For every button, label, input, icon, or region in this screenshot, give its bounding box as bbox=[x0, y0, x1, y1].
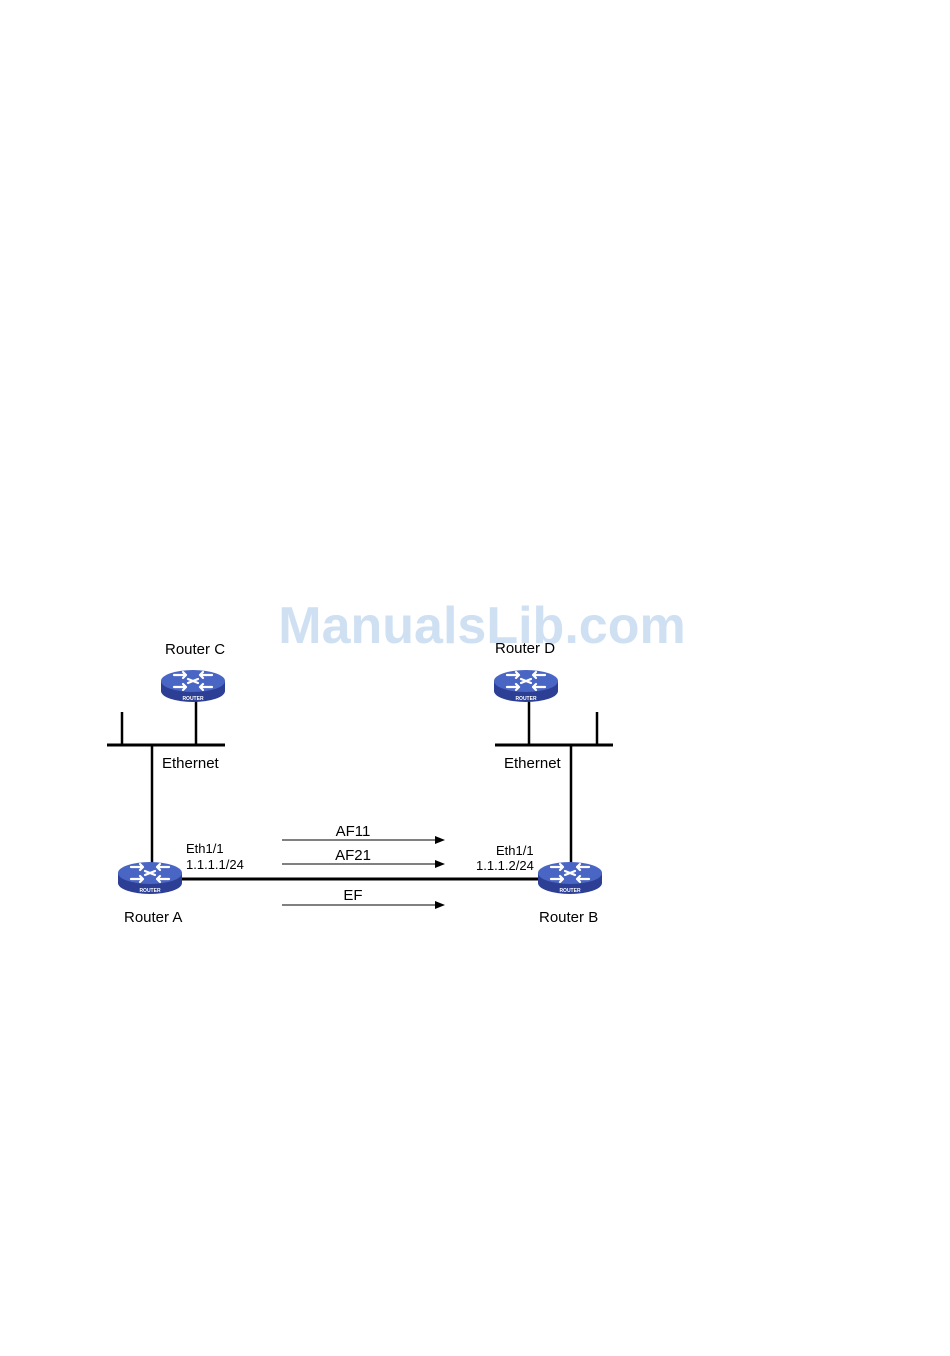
interface-ip-b: 1.1.1.2/24 bbox=[476, 858, 534, 873]
interface-ip-a: 1.1.1.1/24 bbox=[186, 857, 244, 872]
flow-label-af11: AF11 bbox=[336, 823, 371, 840]
interface-name-a: Eth1/1 bbox=[186, 841, 224, 856]
router-c: ROUTER Router C bbox=[161, 641, 225, 702]
router-logo-text: ROUTER bbox=[139, 888, 161, 894]
router-a: ROUTER Router A bbox=[118, 862, 182, 926]
router-d: ROUTER Router D bbox=[494, 640, 558, 702]
router-icon: ROUTER bbox=[494, 670, 558, 702]
ethernet-label-right: Ethernet bbox=[504, 755, 562, 772]
watermark: ManualsLib.com bbox=[278, 597, 685, 655]
router-name-c: Router C bbox=[165, 641, 225, 658]
router-icon: ROUTER bbox=[161, 670, 225, 702]
flow-label-af21: AF21 bbox=[335, 847, 371, 864]
interface-name-b: Eth1/1 bbox=[496, 843, 534, 858]
router-b: ROUTER Router B bbox=[538, 862, 602, 926]
interface-labels-b: Eth1/1 1.1.1.2/24 bbox=[476, 843, 534, 873]
router-name-b: Router B bbox=[539, 909, 598, 926]
router-icon: ROUTER bbox=[118, 862, 182, 894]
router-name-a: Router A bbox=[124, 909, 182, 926]
router-name-d: Router D bbox=[495, 640, 555, 657]
interface-labels-a: Eth1/1 1.1.1.1/24 bbox=[186, 841, 244, 872]
router-logo-text: ROUTER bbox=[182, 696, 204, 702]
ethernet-label-left: Ethernet bbox=[162, 755, 220, 772]
router-logo-text: ROUTER bbox=[559, 888, 581, 894]
router-logo-text: ROUTER bbox=[515, 696, 537, 702]
flow-arrows: AF11 AF21 EF bbox=[282, 823, 444, 905]
router-icon: ROUTER bbox=[538, 862, 602, 894]
flow-label-ef: EF bbox=[343, 887, 362, 904]
